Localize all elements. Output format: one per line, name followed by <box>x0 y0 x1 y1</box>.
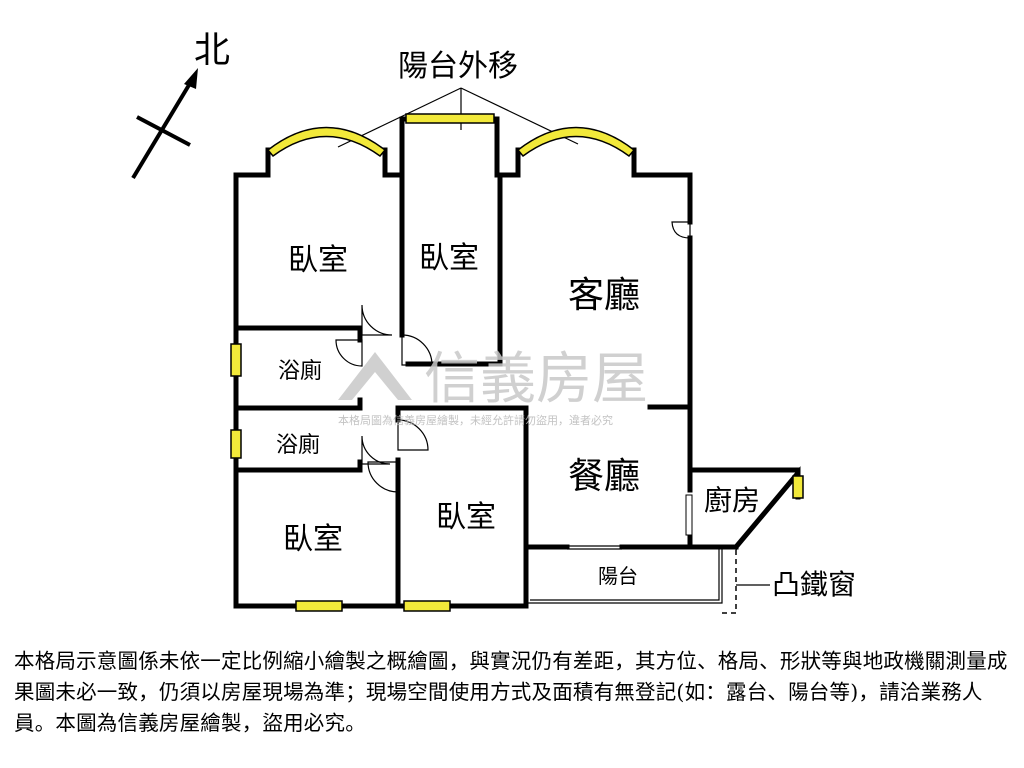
window-bedroom-sw <box>295 600 343 612</box>
balcony-extension-label: 陽台外移 <box>398 49 518 84</box>
room-bath-lower: 浴廁 <box>276 433 320 458</box>
door-entrance <box>671 221 691 239</box>
brand-logo <box>338 352 412 400</box>
room-bath-upper: 浴廁 <box>278 359 322 384</box>
door-balcony-sliding <box>567 545 622 550</box>
window-bedroom-s <box>403 600 451 612</box>
bay-window-label: 凸鐵窗 <box>772 568 856 601</box>
door-bedroom-sw <box>367 461 399 493</box>
doors <box>335 221 693 550</box>
door-bath-lower <box>361 435 391 465</box>
window-bedroom-nw-bay <box>266 126 387 158</box>
door-kitchen-sliding <box>685 494 693 536</box>
north-label: 北 <box>194 30 230 71</box>
watermark-notice: 本格局圖為信義房屋繪製，未經允許請勿盜用，違者必究 <box>338 413 613 427</box>
room-bedroom-sw: 臥室 <box>283 522 343 557</box>
compass-arrow-head <box>184 68 198 89</box>
watermark-brand: 信義房屋 <box>424 347 648 412</box>
walls <box>233 116 801 614</box>
disclaimer-text: 本格局示意圖係未依一定比例縮小繪製之概繪圖，與實況仍有差距，其方位、格局、形狀等… <box>14 649 1008 735</box>
compass-arrow-shaft <box>131 73 197 180</box>
balcony-extension-annotation: 陽台外移 <box>337 49 579 148</box>
north-compass: 北 <box>131 30 230 180</box>
watermark: 信義房屋 本格局圖為信義房屋繪製，未經允許請勿盜用，違者必究 <box>338 347 648 427</box>
room-balcony: 陽台 <box>598 564 638 588</box>
window-kitchen <box>792 475 804 499</box>
door-bedroom-n <box>401 334 433 366</box>
room-bedroom-nw: 臥室 <box>288 243 348 278</box>
room-bedroom-n: 臥室 <box>419 241 479 276</box>
window-bath-lower <box>230 429 242 459</box>
door-bath-upper <box>335 339 363 367</box>
room-labels: 臥室 臥室 客廳 浴廁 浴廁 餐廳 廚房 臥室 臥室 陽台 凸鐵窗 <box>276 241 856 601</box>
door-bedroom-s <box>397 419 429 451</box>
window-bath-upper <box>230 343 242 377</box>
compass-cross <box>136 115 191 147</box>
door-bedroom-nw <box>361 304 393 336</box>
room-bedroom-s: 臥室 <box>436 500 496 535</box>
window-living-bay <box>516 126 636 158</box>
room-dining: 餐廳 <box>568 456 640 497</box>
window-bedroom-n <box>405 113 495 124</box>
room-living: 客廳 <box>568 275 640 316</box>
floor-plan: 北 陽台外移 <box>131 30 856 614</box>
room-kitchen: 廚房 <box>704 484 760 517</box>
windows <box>230 113 804 612</box>
